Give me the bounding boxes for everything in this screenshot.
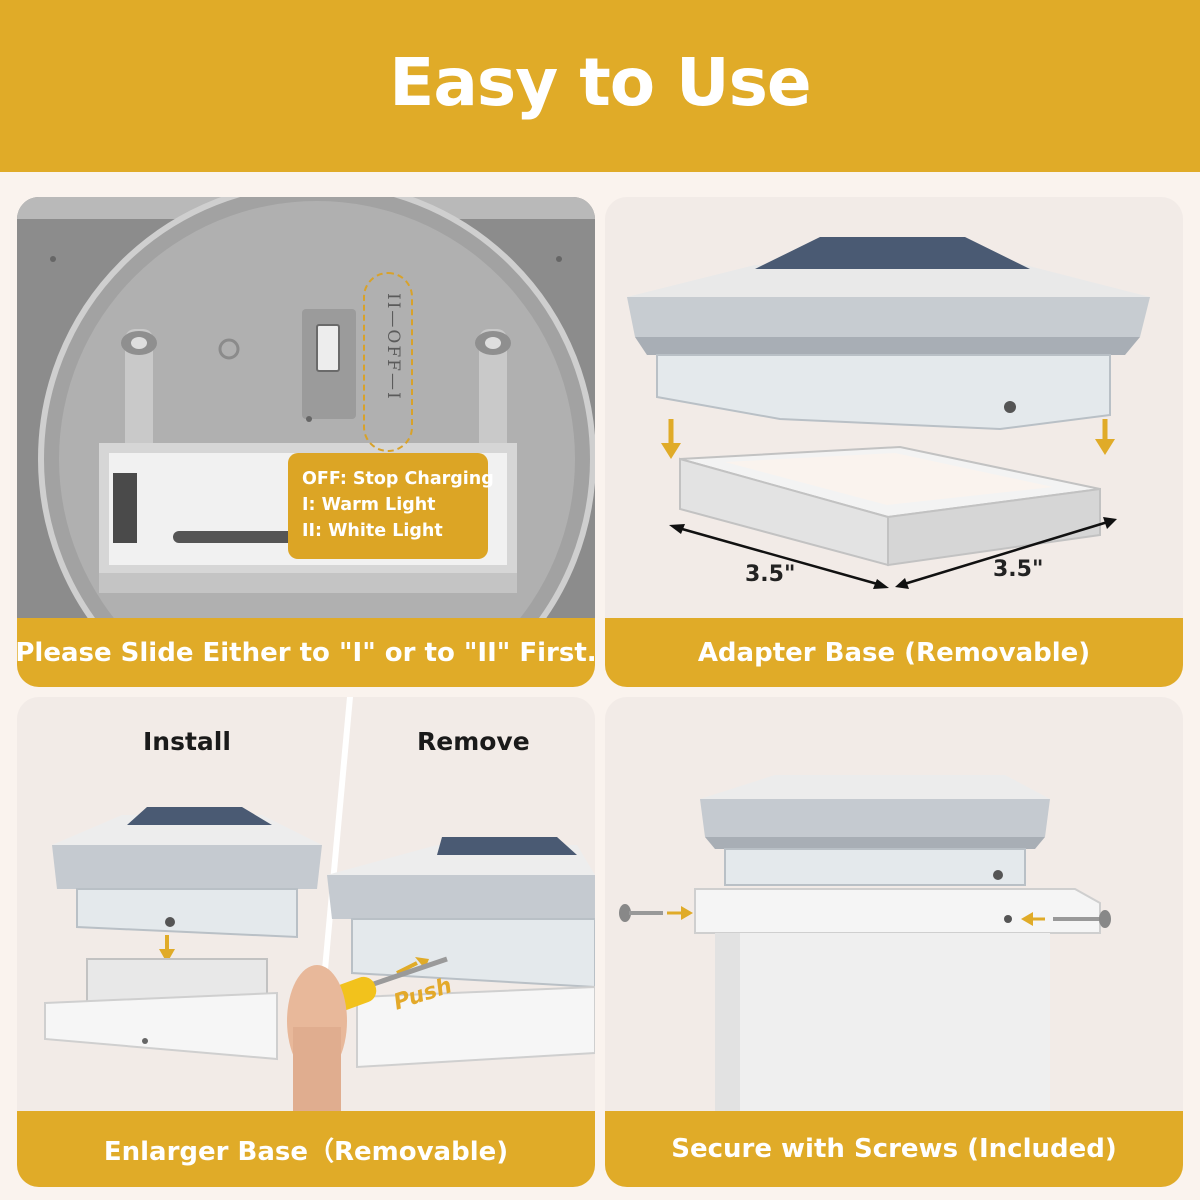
dimension-left: 3.5" bbox=[745, 562, 796, 587]
callout-line-off: OFF: Stop Charging bbox=[302, 469, 494, 489]
adapter-base-caption: Adapter Base (Removable) bbox=[605, 618, 1183, 687]
header-banner: Easy to Use bbox=[0, 0, 1200, 172]
dimension-right: 3.5" bbox=[993, 557, 1044, 582]
remove-label: Remove bbox=[417, 727, 530, 756]
screws-caption: Secure with Screws (Included) bbox=[605, 1111, 1183, 1187]
switch-panel: II—OFF—I OFF: Stop Charging I: Warm Ligh… bbox=[17, 197, 595, 687]
switch-caption: Please Slide Either to "I" or to "II" Fi… bbox=[17, 618, 595, 687]
switch-marking-text: II—OFF—I bbox=[383, 293, 403, 401]
page-title: Easy to Use bbox=[389, 44, 811, 121]
screws-illustration bbox=[619, 775, 1111, 1111]
callout-line-warm: I: Warm Light bbox=[302, 495, 436, 515]
callout-line-white: II: White Light bbox=[302, 521, 443, 541]
screws-panel: Secure with Screws (Included) bbox=[605, 697, 1183, 1187]
adapter-base-illustration bbox=[627, 237, 1150, 589]
enlarger-base-caption: Enlarger Base（Removable) bbox=[17, 1111, 595, 1187]
install-label: Install bbox=[143, 727, 231, 756]
switch-callout: OFF: Stop Charging I: Warm Light II: Whi… bbox=[288, 453, 494, 559]
enlarger-base-illustration bbox=[44, 697, 595, 1111]
enlarger-base-panel: Install Remove Push Enlarger Base（Remova… bbox=[17, 697, 595, 1187]
switch-highlight-outline bbox=[363, 272, 413, 452]
adapter-base-panel: 3.5" 3.5" Adapter Base (Removable) bbox=[605, 197, 1183, 687]
